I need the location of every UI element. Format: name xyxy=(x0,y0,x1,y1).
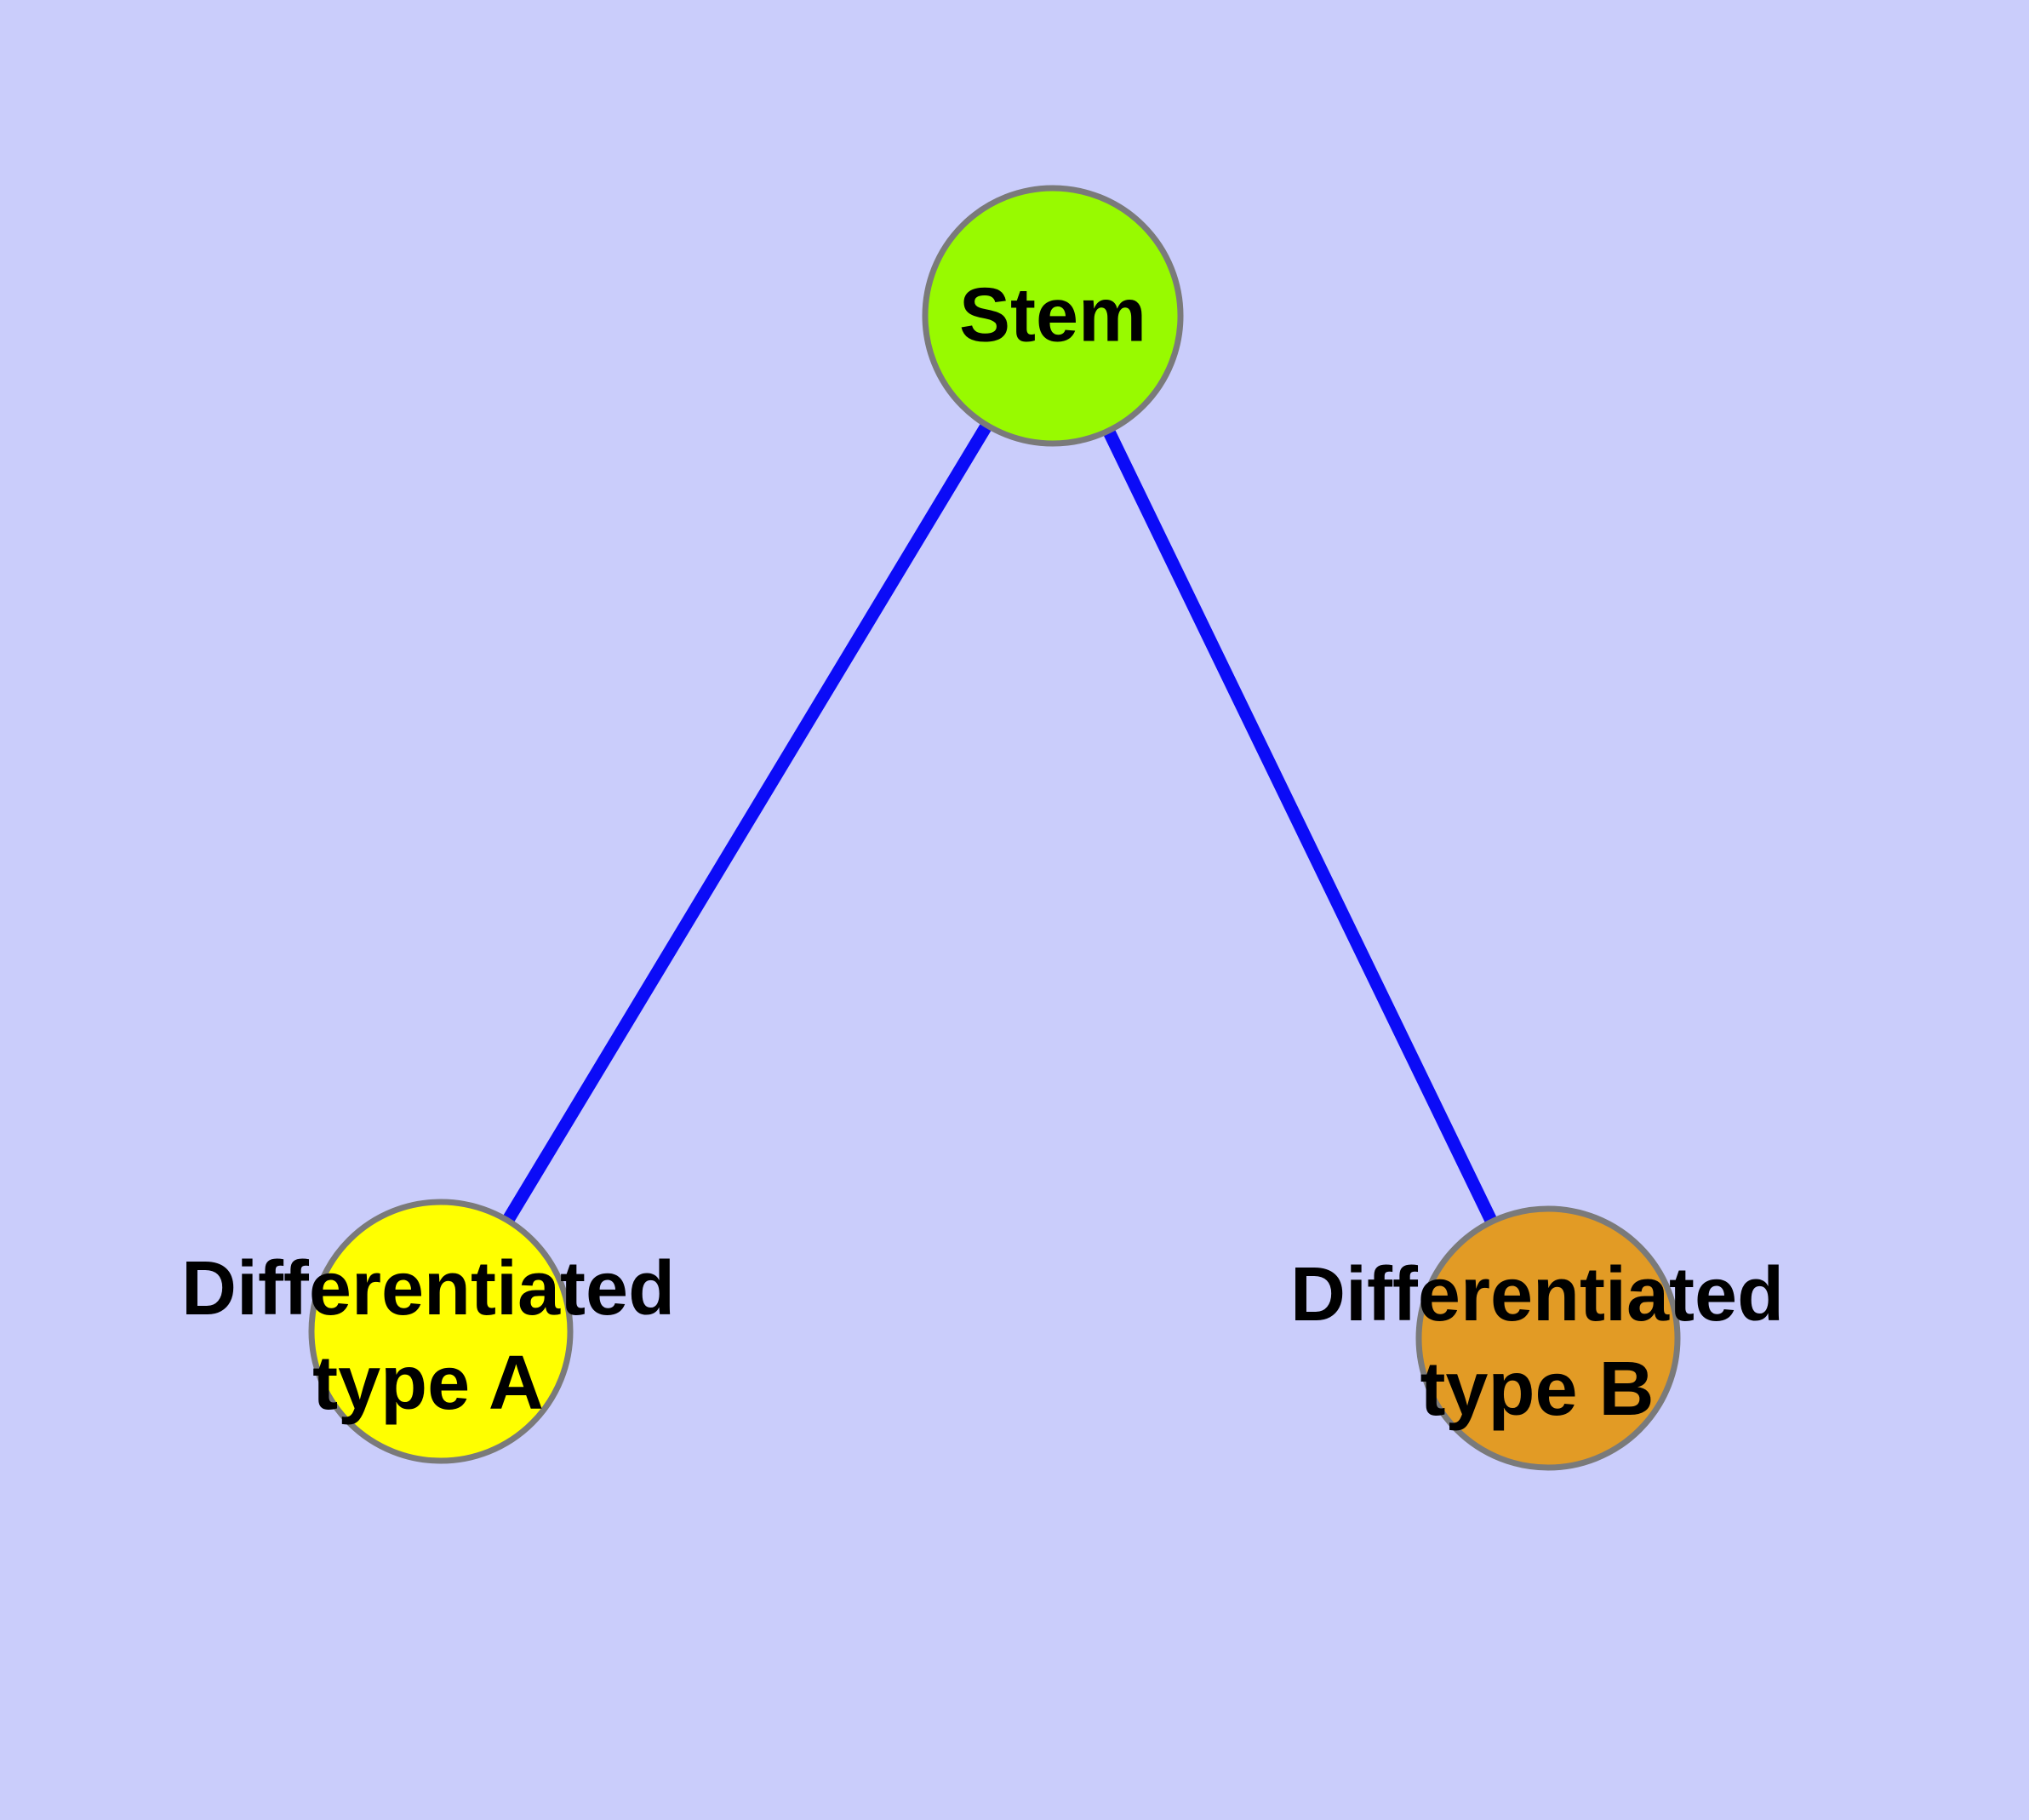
node-type-b-circle xyxy=(1415,1205,1681,1471)
edge-stem-to-type-a xyxy=(435,312,1059,1335)
edge-stem-to-type-b xyxy=(1047,312,1554,1342)
node-stem-circle xyxy=(922,185,1184,447)
node-type-a-circle xyxy=(308,1199,574,1464)
node-stem-label: Stem xyxy=(958,272,1147,358)
node-type-b-label: Differentiated type B xyxy=(1289,1252,1785,1432)
node-type-a-label: Differentiated type A xyxy=(180,1246,676,1426)
